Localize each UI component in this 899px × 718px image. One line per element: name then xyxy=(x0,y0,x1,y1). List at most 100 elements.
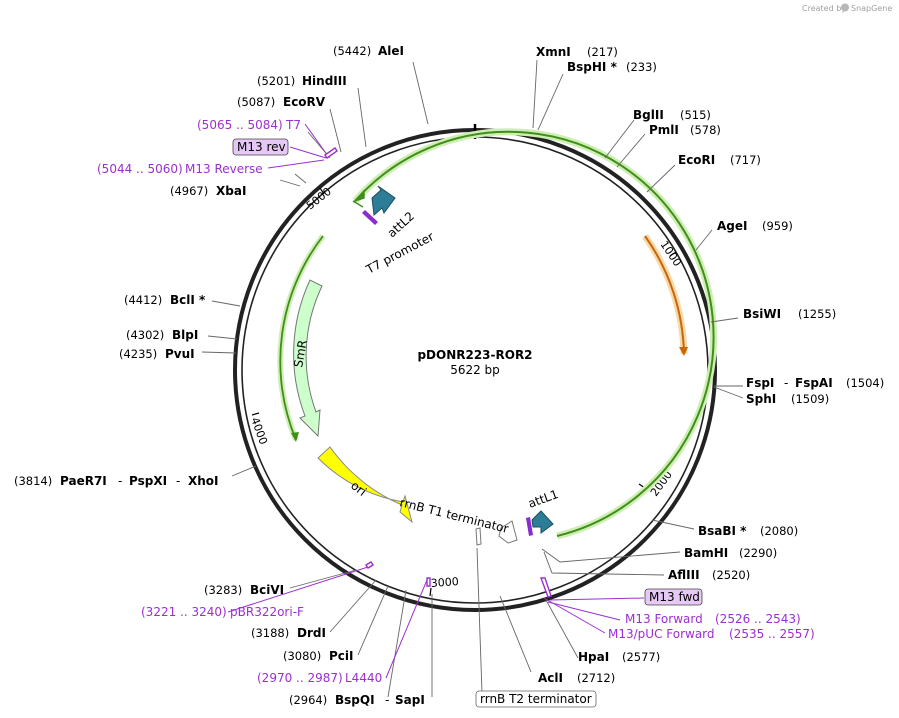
pbr322-label[interactable]: pBR322ori-F xyxy=(230,605,304,619)
bsphi-label[interactable]: BspHI * xyxy=(567,60,618,74)
orf-arrowhead xyxy=(352,189,365,203)
orange-arrowhead xyxy=(679,347,688,356)
rrnb-t1-feature[interactable] xyxy=(475,527,482,546)
m13-reverse-label[interactable]: M13 Reverse xyxy=(185,162,263,176)
credit-text: Created by xyxy=(802,4,846,13)
bclvi-pos: (3283) xyxy=(204,583,242,597)
m13-puc-label[interactable]: M13/pUC Forward xyxy=(608,627,715,641)
rrnb-t2-box[interactable] xyxy=(475,690,597,708)
hindiii-label[interactable]: HindIII xyxy=(302,74,347,88)
orf-arc xyxy=(354,130,715,537)
l4440-range: (2970 .. 2987) xyxy=(257,671,343,685)
t7-promoter-feature[interactable] xyxy=(362,210,378,225)
bcli-label[interactable]: BclI * xyxy=(170,293,206,307)
pmli-label[interactable]: PmlI xyxy=(649,123,679,137)
rrnb-t1-label: rrnB T1 terminator xyxy=(398,495,510,536)
paer7i-label[interactable]: PaeR7I xyxy=(60,474,107,488)
t7-primer-label[interactable]: T7 xyxy=(285,118,301,132)
right-primer-connectors xyxy=(543,597,645,634)
sapi-label[interactable]: SapI xyxy=(395,693,425,707)
snapgene-logo-icon xyxy=(841,3,849,12)
aflii-label[interactable]: AflIII xyxy=(668,568,700,582)
attl2-label: attL2 xyxy=(385,209,417,240)
xmni-label[interactable]: XmnI xyxy=(536,45,571,59)
bclvi-label[interactable]: BciVI xyxy=(250,583,284,597)
left-connectors xyxy=(201,61,433,698)
paer7i-pos: (3814) xyxy=(14,474,52,488)
attl2-connector xyxy=(352,200,364,208)
blpi-pos: (4302) xyxy=(126,328,164,342)
bglii-pos: (515) xyxy=(680,108,711,122)
tick-marks xyxy=(251,187,677,597)
smr-feature[interactable] xyxy=(293,279,323,438)
m13-forward-label[interactable]: M13 Forward xyxy=(625,612,703,626)
drdi-label[interactable]: DrdI xyxy=(297,626,326,640)
m13-rev-box[interactable] xyxy=(232,138,289,156)
right-primer-mark xyxy=(539,577,552,598)
m13-fwd-box[interactable] xyxy=(644,588,703,606)
bsabi-label[interactable]: BsaBI * xyxy=(698,524,747,538)
agei-label[interactable]: AgeI xyxy=(717,219,747,233)
hpai-label[interactable]: HpaI xyxy=(578,650,609,664)
xmni-pos: (217) xyxy=(587,45,618,59)
ori-feature[interactable] xyxy=(317,446,413,524)
attl2-feature[interactable] xyxy=(371,185,396,217)
smr-orf-arrowhead xyxy=(291,432,299,442)
fspai-label[interactable]: FspAI xyxy=(795,376,833,390)
bglii-label[interactable]: BglII xyxy=(633,108,664,122)
acli-pos: (2712) xyxy=(577,671,615,685)
pspxi-label[interactable]: PspXI xyxy=(129,474,167,488)
attl1-primer-mark xyxy=(526,517,533,536)
brand-text: SnapGene xyxy=(851,4,892,13)
m13-fwd-label: M13 fwd xyxy=(649,590,700,604)
xhoi-label[interactable]: XhoI xyxy=(188,474,219,488)
right-connectors xyxy=(476,59,744,694)
pbr322-range: (3221 .. 3240) xyxy=(141,605,227,619)
bamhi-pos: (2290) xyxy=(739,546,777,560)
rrnb-t2-feature[interactable] xyxy=(498,520,518,544)
left-primer-connectors xyxy=(227,123,428,679)
tick-label-3000: 3000 xyxy=(430,575,459,590)
sphi-label[interactable]: SphI xyxy=(746,392,776,406)
tick-label-4000: 4000 xyxy=(248,416,270,447)
xbai-label[interactable]: XbaI xyxy=(216,184,246,198)
attl1-feature[interactable] xyxy=(531,510,554,534)
bsphi-pos: (233) xyxy=(626,60,657,74)
pvui-label[interactable]: PvuI xyxy=(165,347,195,361)
m13-puc-range: (2535 .. 2557) xyxy=(729,627,815,641)
plasmid-size: 5622 bp xyxy=(450,363,500,377)
pmli-pos: (578) xyxy=(690,123,721,137)
bspqi-label[interactable]: BspQI xyxy=(335,693,375,707)
smr-label: SmR xyxy=(291,339,310,369)
rrnb-t2-label: rrnB T2 terminator xyxy=(480,692,592,706)
pvui-pos: (4235) xyxy=(119,347,157,361)
blpi-label[interactable]: BlpI xyxy=(172,328,198,342)
ecorv-label[interactable]: EcoRV xyxy=(283,95,326,109)
t7-promoter-label: T7 promoter xyxy=(363,229,436,277)
fspi-pos: (1504) xyxy=(846,376,884,390)
bamhi-label[interactable]: BamHI xyxy=(684,546,728,560)
hindiii-pos: (5201) xyxy=(257,74,295,88)
drdi-pos: (3188) xyxy=(251,626,289,640)
bcli-pos: (4412) xyxy=(124,293,162,307)
m13-reverse-range: (5044 .. 5060) xyxy=(97,162,183,176)
attl1-label: attL1 xyxy=(526,487,560,511)
plasmid-name: pDONR223-ROR2 xyxy=(417,348,532,362)
alei-pos: (5442) xyxy=(333,44,371,58)
fspi-label[interactable]: FspI xyxy=(746,376,774,390)
fspi-sep: - xyxy=(784,376,788,390)
aflii-pos: (2520) xyxy=(712,568,750,582)
xbai-pos: (4967) xyxy=(170,184,208,198)
pcii-label[interactable]: PciI xyxy=(329,649,354,663)
alei-label[interactable]: AleI xyxy=(378,44,404,58)
ecori-label[interactable]: EcoRI xyxy=(678,153,715,167)
smr-orf-arc xyxy=(279,235,324,441)
l4440-label[interactable]: L4440 xyxy=(345,671,382,685)
acli-label[interactable]: AclI xyxy=(538,671,563,685)
paer7i-sep2: - xyxy=(176,474,180,488)
pcii-pos: (3080) xyxy=(283,649,321,663)
sphi-pos: (1509) xyxy=(791,392,829,406)
ecori-pos: (717) xyxy=(730,153,761,167)
bsiwi-label[interactable]: BsiWI xyxy=(743,307,781,321)
